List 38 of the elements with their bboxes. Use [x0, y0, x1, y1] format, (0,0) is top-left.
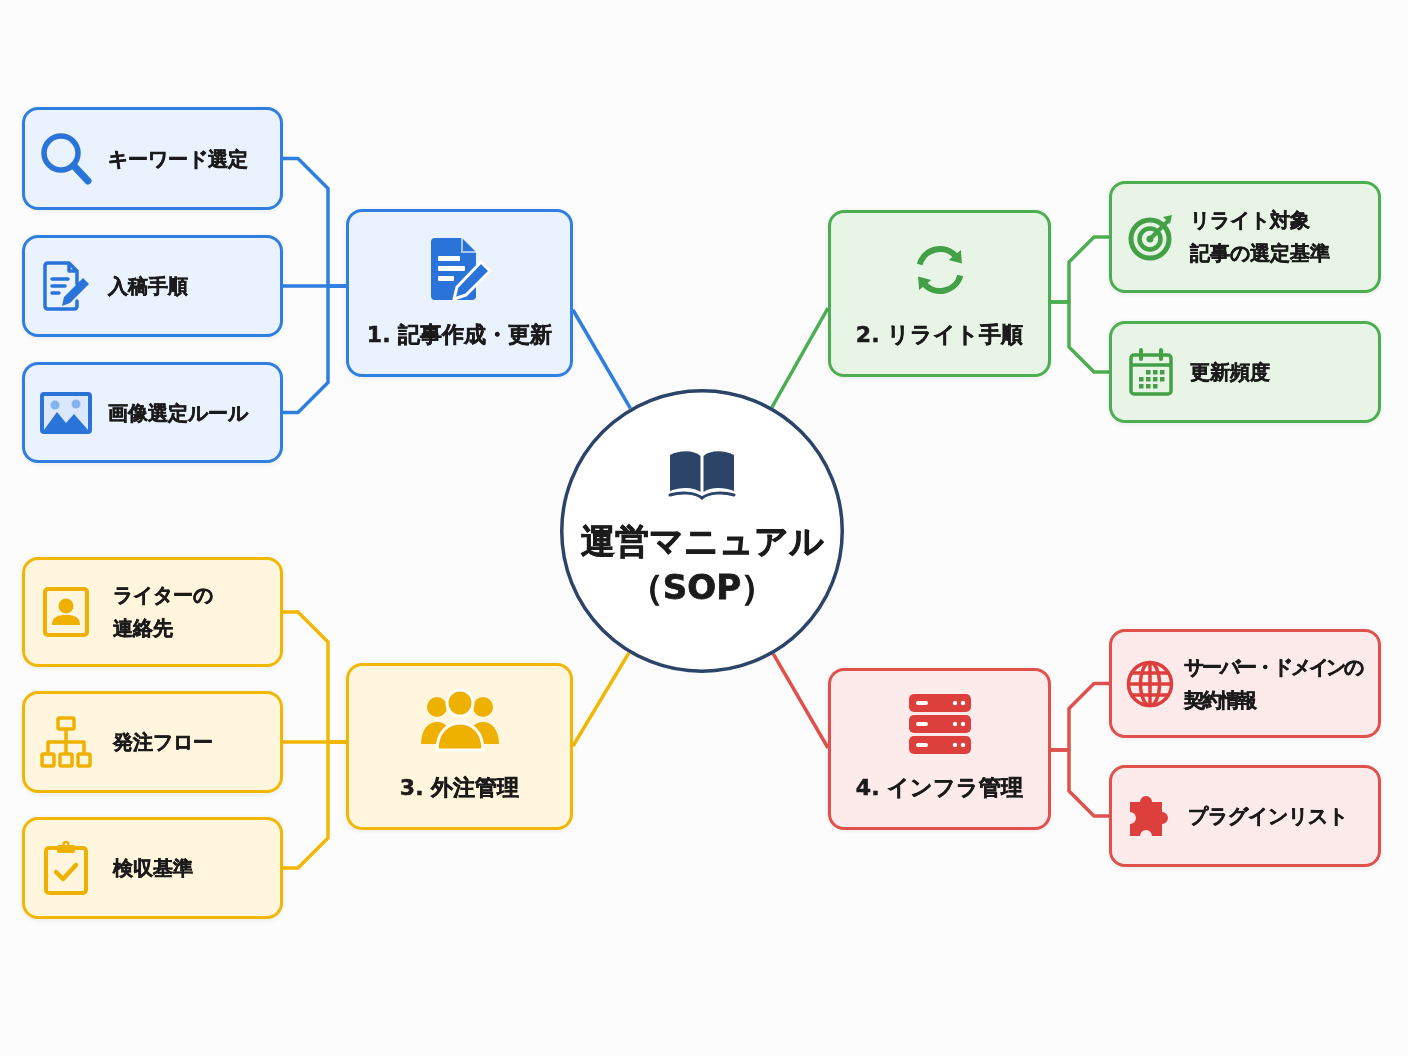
topic-label: 発注フロー [113, 728, 213, 756]
category-box [828, 210, 1051, 377]
topic-box [1109, 321, 1381, 423]
topic-label: リライト対象記事の選定基準 [1190, 207, 1331, 267]
topic-box [1109, 629, 1381, 738]
category-box [346, 663, 573, 830]
category-label: 2. リライト手順 [855, 321, 1024, 349]
category-box [828, 668, 1051, 830]
topic-label: プラグインリスト [1188, 802, 1348, 830]
hub-title: 運営マニュアル（SOP） [580, 520, 824, 609]
topic-box [1109, 765, 1381, 867]
topic-box [22, 557, 283, 667]
topic-label: サーバー・ドメインの契約情報 [1184, 653, 1364, 714]
topic-label: 画像選定ルール [108, 399, 248, 426]
category-box [346, 209, 573, 377]
topic-box [22, 235, 283, 337]
topic-box [22, 107, 283, 210]
topic-label: 検収基準 [113, 854, 193, 882]
connector-line [283, 740, 346, 870]
hub-circle [560, 389, 844, 673]
topic-box [1109, 181, 1381, 293]
category-label: 4. インフラ管理 [855, 774, 1024, 802]
connector-line [771, 652, 830, 749]
topic-box [22, 691, 283, 793]
topic-box [22, 362, 283, 463]
topic-label: ライターの連絡先 [113, 582, 214, 642]
topic-label: キーワード選定 [108, 145, 248, 172]
connector-line [571, 651, 631, 747]
connector-line [1051, 748, 1109, 818]
topic-label: 入稿手順 [108, 272, 188, 300]
connector-line [283, 284, 346, 415]
topic-label: 更新頻度 [1190, 358, 1270, 386]
category-label: 3. 外注管理 [399, 774, 520, 802]
connector-line [1051, 300, 1109, 374]
connector-line [571, 309, 632, 410]
connector-line [770, 307, 830, 409]
topic-box [22, 817, 283, 919]
category-label: 1. 記事作成・更新 [366, 321, 553, 349]
